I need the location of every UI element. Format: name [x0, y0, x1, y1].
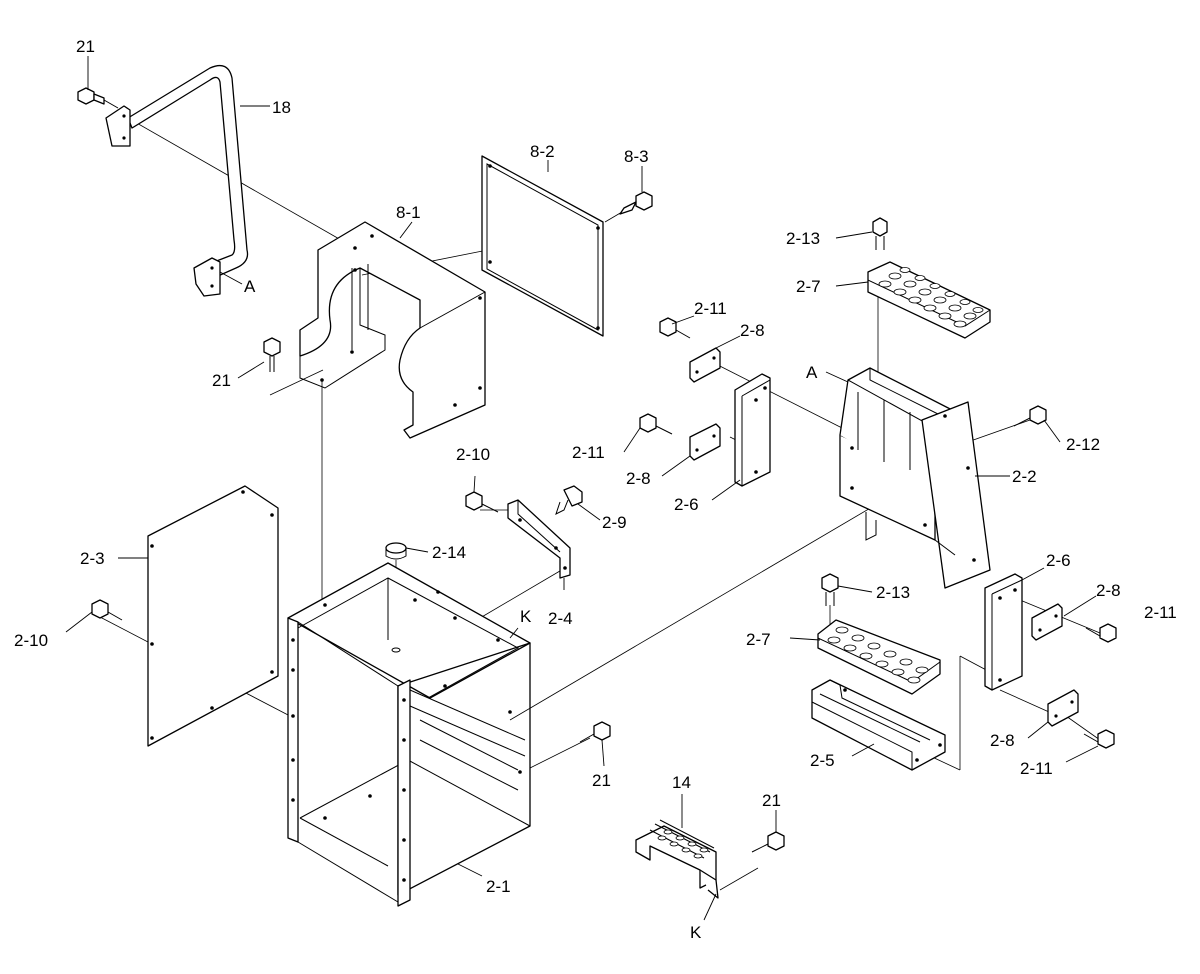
callout-2-10-left: 2-10	[14, 631, 48, 650]
bolt-21-mid	[263, 337, 281, 372]
cover-8-1	[299, 221, 486, 439]
bolt-21-right	[579, 721, 611, 743]
callout-2-2: 2-2	[1012, 467, 1037, 486]
callout-2-6-a: 2-6	[674, 495, 699, 514]
callout-2-7-top: 2-7	[796, 277, 821, 296]
callout-8-2: 8-2	[530, 142, 555, 161]
callout-2-14: 2-14	[432, 543, 466, 562]
callout-a-step: A	[806, 363, 818, 382]
callout-2-6-b: 2-6	[1046, 551, 1071, 570]
callout-2-7-bottom: 2-7	[746, 630, 771, 649]
callout-a-handle: A	[244, 277, 256, 296]
leader-lines	[65, 56, 1099, 921]
callout-2-1: 2-1	[486, 877, 511, 896]
callout-k-box: K	[520, 607, 532, 626]
callout-21-right: 21	[592, 771, 611, 790]
bolt-21-bottom	[751, 831, 785, 853]
bolt-8-3	[619, 191, 653, 215]
callout-8-1: 8-1	[396, 203, 421, 222]
step-assembly-2-2	[839, 367, 991, 589]
callout-2-11-b: 2-11	[572, 443, 605, 462]
bolt-2-11-d	[1083, 729, 1115, 749]
callout-2-8-d: 2-8	[990, 731, 1015, 750]
callout-21-bottom: 21	[762, 791, 781, 810]
battery-box-2-1	[287, 562, 531, 907]
callout-2-11-a: 2-11	[694, 299, 727, 318]
bolt-2-13-top	[872, 217, 888, 250]
bracket-2-6-a	[734, 373, 771, 487]
callout-2-13-top: 2-13	[786, 229, 820, 248]
step-cover-14	[635, 819, 719, 899]
callout-2-10-top: 2-10	[456, 445, 490, 464]
plate-2-8-b	[689, 423, 721, 461]
bolt-2-11-c	[1085, 623, 1117, 643]
bracket-2-6-b	[984, 573, 1023, 691]
callout-2-5: 2-5	[810, 751, 835, 770]
callout-2-12: 2-12	[1066, 435, 1100, 454]
callout-2-8-b: 2-8	[626, 469, 651, 488]
plate-2-8-a	[689, 347, 721, 383]
callout-21-top: 21	[76, 37, 95, 56]
bolt-2-10-top	[465, 491, 499, 513]
bolt-2-12	[1013, 405, 1047, 427]
cover-plate-8-2	[481, 155, 604, 337]
callout-2-4: 2-4	[548, 609, 573, 628]
callout-21-mid: 21	[212, 371, 231, 390]
bracket-2-4	[507, 499, 571, 579]
callout-2-3: 2-3	[80, 549, 105, 568]
side-plate-2-3	[147, 485, 279, 747]
callout-k-cover: K	[690, 923, 702, 942]
bolt-2-13-bottom	[821, 573, 839, 606]
callout-2-13-bottom: 2-13	[876, 583, 910, 602]
plate-2-8-d	[1047, 689, 1079, 727]
cap-2-14	[385, 542, 407, 560]
callout-2-8-a: 2-8	[740, 321, 765, 340]
step-frame-2-5	[811, 679, 946, 771]
callout-2-9: 2-9	[602, 513, 627, 532]
plate-2-8-c	[1031, 603, 1063, 641]
callout-2-11-d: 2-11	[1020, 759, 1053, 778]
callout-14: 14	[672, 773, 691, 792]
callout-18: 18	[272, 98, 291, 117]
callout-2-8-c: 2-8	[1096, 581, 1121, 600]
callout-8-3: 8-3	[624, 147, 649, 166]
bolt-21-top	[77, 87, 119, 109]
tread-2-7-bottom	[817, 619, 941, 695]
callout-2-11-c: 2-11	[1144, 603, 1177, 622]
bolt-2-11-a	[659, 317, 691, 339]
handrail	[105, 64, 249, 297]
bolt-2-10-left	[91, 599, 123, 621]
tread-2-7-top	[867, 261, 991, 339]
bolt-2-11-b	[639, 413, 673, 435]
clip-2-9	[555, 485, 583, 515]
callout-labels: 21 18 A 8-1 8-2 8-3 21 2-13 2-7 2-11 2-8…	[14, 37, 1177, 942]
